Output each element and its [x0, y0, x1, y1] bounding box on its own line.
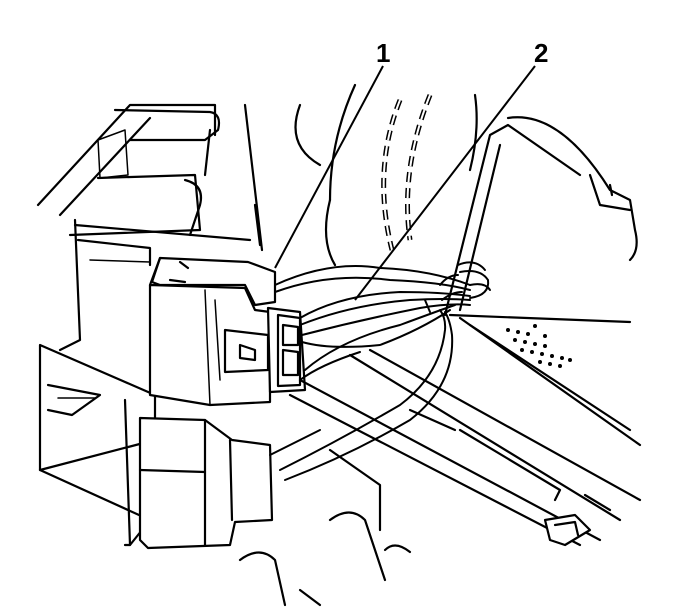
leader-line-2 [354, 65, 536, 301]
left-frame [36, 103, 264, 352]
mounting-plate [38, 343, 157, 547]
callout-1-label: 1 [376, 38, 390, 68]
right-trim-panel [443, 116, 642, 447]
leader-line-1 [274, 65, 384, 269]
callout-2-label: 2 [534, 38, 548, 68]
lower-connector [138, 416, 274, 550]
speaker-grille [506, 324, 572, 368]
seat-contour [294, 83, 478, 267]
floor-ribs [238, 348, 642, 607]
connector-module [148, 256, 307, 407]
leader-lines [274, 65, 536, 301]
